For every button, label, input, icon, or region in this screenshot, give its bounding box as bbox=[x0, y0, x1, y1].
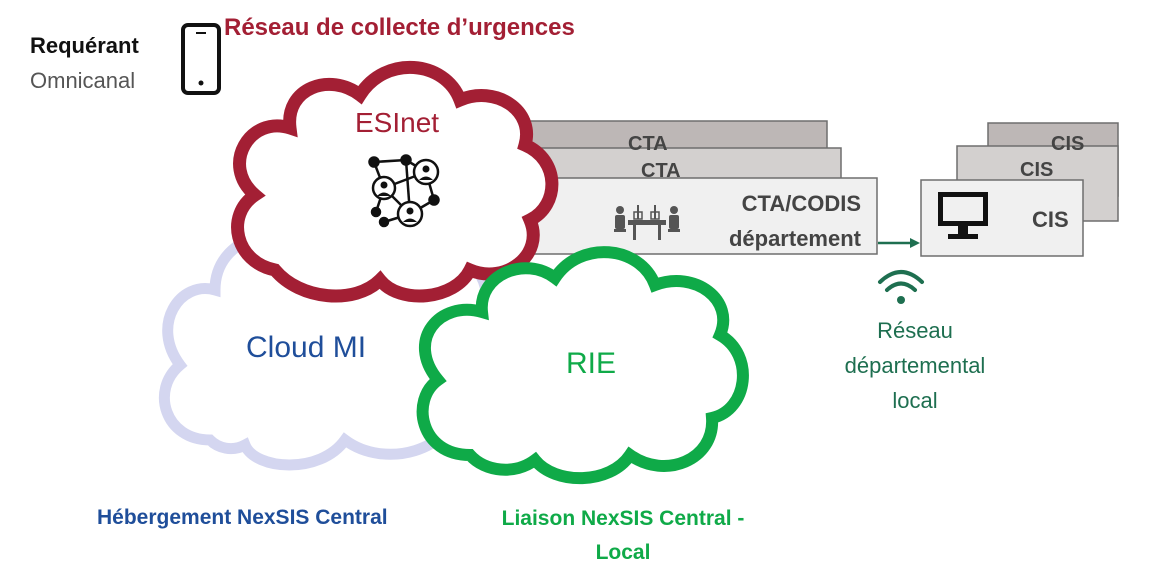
cta-card-front bbox=[533, 177, 878, 255]
network-people-icon bbox=[368, 154, 440, 228]
local-network-line1: Réseau bbox=[877, 318, 953, 343]
local-network-line2: départemental bbox=[844, 353, 986, 378]
esinet-cloud-shape bbox=[231, 60, 559, 303]
rie-cloud-shape bbox=[416, 246, 749, 485]
cis-mid-label: CIS bbox=[1020, 159, 1054, 181]
liaison-caption-line1: Liaison NexSIS Central - bbox=[501, 507, 745, 530]
wifi-icon bbox=[878, 270, 924, 304]
monitor-icon bbox=[938, 192, 988, 239]
requerant-title: Requérant bbox=[30, 33, 139, 58]
cloud-mi-label: Cloud MI bbox=[246, 331, 367, 364]
cis-front-label: CIS bbox=[1032, 207, 1069, 232]
requerant-subtitle: Omnicanal bbox=[30, 68, 136, 93]
cta-back-label: CTA bbox=[628, 133, 668, 155]
smartphone-icon bbox=[181, 23, 221, 95]
arrow-right-icon bbox=[878, 238, 920, 248]
meeting-table-icon bbox=[614, 205, 680, 240]
local-network-line3: local bbox=[892, 388, 938, 413]
cis-back-label: CIS bbox=[1051, 133, 1085, 155]
network-title: Réseau de collecte d’urgences bbox=[224, 14, 575, 41]
cta-front-label-line2: département bbox=[728, 226, 861, 251]
liaison-caption-line2: Local bbox=[595, 541, 651, 564]
esinet-label: ESInet bbox=[355, 107, 440, 138]
hebergement-caption: Hébergement NexSIS Central bbox=[97, 506, 388, 529]
cta-front-label-line1: CTA/CODIS bbox=[741, 191, 861, 216]
cta-mid-label: CTA bbox=[641, 160, 681, 182]
rie-label: RIE bbox=[566, 347, 617, 380]
